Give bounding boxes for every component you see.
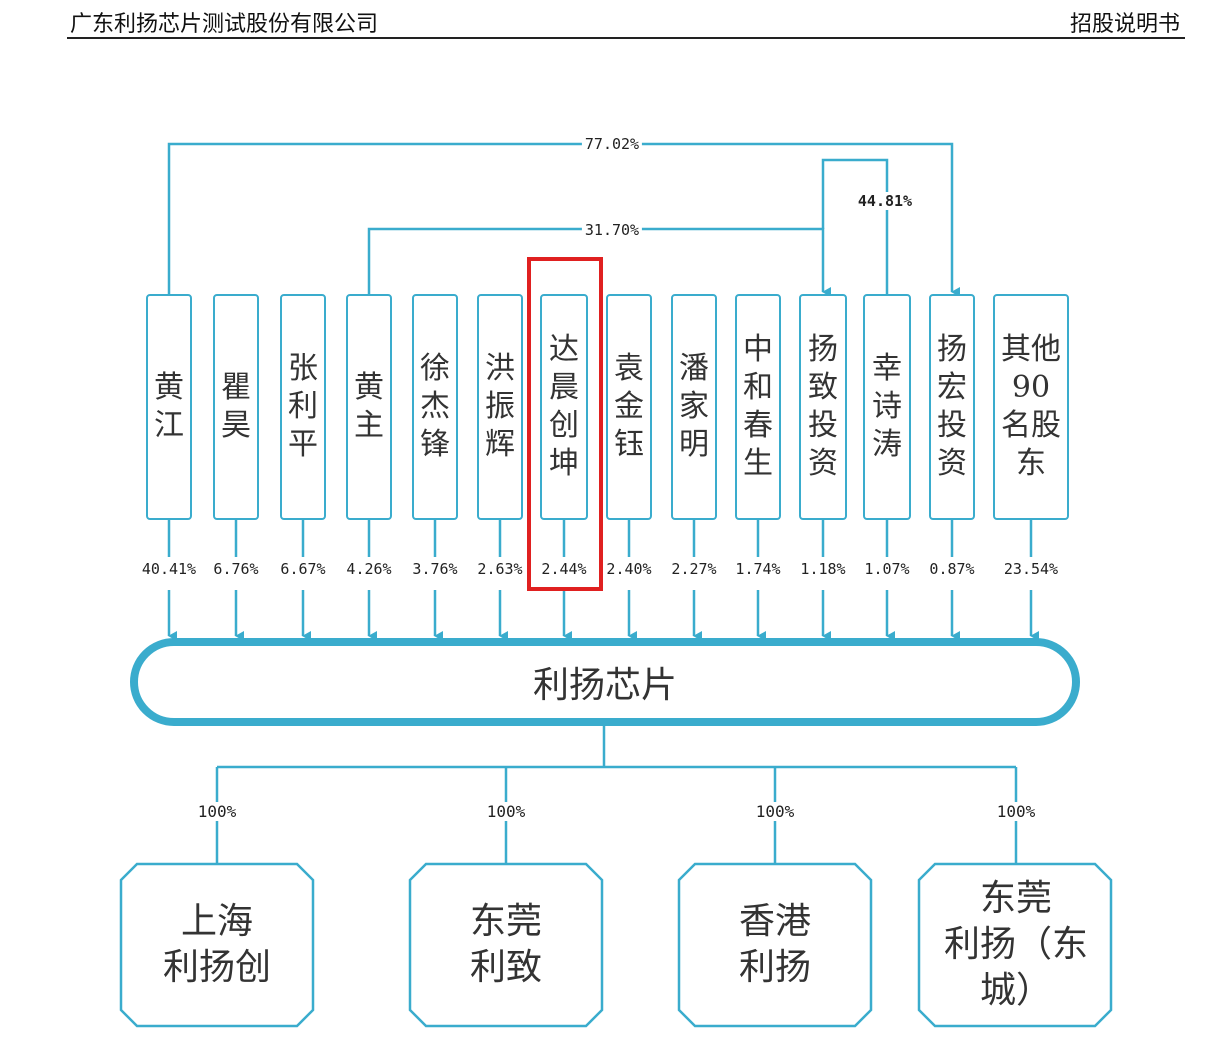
subsidiary-name: 香港利扬: [681, 864, 869, 1026]
shareholder-box: 瞿昊: [213, 294, 259, 520]
shareholder-name: 潘家明: [679, 351, 709, 462]
shareholder-box: 洪振辉: [477, 294, 523, 520]
subsidiary-box-2: [408, 862, 604, 1028]
shareholder-pct: 23.54%: [1003, 560, 1059, 578]
shareholder-pct: 6.76%: [213, 560, 259, 578]
shareholder-box: 张利平: [280, 294, 326, 520]
shareholder-box: 潘家明: [671, 294, 717, 520]
subsidiary-pct: 100%: [484, 802, 528, 821]
subsidiary-name: 东莞利扬（东城）: [922, 864, 1110, 1026]
link-pct-huangzhu-yangzhi: 31.70%: [581, 221, 643, 239]
shareholder-name: 扬致投资: [808, 332, 838, 481]
shareholder-name: 幸诗涛: [872, 351, 902, 462]
shareholder-box: 幸诗涛: [863, 294, 911, 520]
shareholder-pct: 2.40%: [606, 560, 652, 578]
shareholder-pct: 2.63%: [477, 560, 523, 578]
shareholder-name: 瞿昊: [221, 370, 251, 443]
shareholder-pct: 2.27%: [671, 560, 717, 578]
subsidiary-name: 东莞利致: [412, 864, 600, 1026]
shareholder-name: 达晨创坤: [549, 332, 579, 481]
shareholder-box: 中和春生: [735, 294, 781, 520]
shareholder-name: 中和春生: [743, 332, 773, 481]
subsidiary-name-line: 利致: [469, 947, 542, 988]
shareholder-box: 黄主: [346, 294, 392, 520]
subsidiary-name-line: 利扬（东: [943, 924, 1088, 965]
subsidiary-name-line: 城）: [979, 970, 1052, 1011]
shareholder-pct: 2.44%: [541, 560, 587, 578]
shareholder-name: 黄主: [354, 370, 384, 443]
shareholder-box: 徐杰锋: [412, 294, 458, 520]
header-doc-type: 招股说明书: [1069, 12, 1180, 37]
shareholder-pct: 3.76%: [412, 560, 458, 578]
shareholder-box: 黄江: [146, 294, 192, 520]
shareholder-box: 达晨创坤: [540, 294, 588, 520]
subsidiary-pct: 100%: [753, 802, 797, 821]
subsidiary-boxes: [119, 862, 1113, 1028]
shareholder-name: 袁金钰: [614, 351, 644, 462]
shareholder-pct: 1.74%: [735, 560, 781, 578]
subsidiary-pct: 100%: [195, 802, 239, 821]
shareholder-pct: 0.87%: [929, 560, 975, 578]
subsidiary-name-line: 东莞: [979, 878, 1052, 919]
shareholder-name: 黄江: [154, 370, 184, 443]
subsidiary-pct: 100%: [994, 802, 1038, 821]
subsidiary-box-1: [119, 862, 315, 1028]
subsidiary-name-line: 利扬创: [162, 947, 271, 988]
shareholder-pct: 4.26%: [346, 560, 392, 578]
shareholder-pct: 6.67%: [280, 560, 326, 578]
subsidiary-name-line: 上海: [180, 901, 253, 942]
company-node: 利扬芯片: [130, 638, 1080, 726]
subsidiary-box-4: [917, 862, 1113, 1028]
shareholder-pct: 1.18%: [800, 560, 846, 578]
shareholder-box: 袁金钰: [606, 294, 652, 520]
shareholder-box: 其他90名股东: [993, 294, 1069, 520]
shareholder-box: 扬致投资: [799, 294, 847, 520]
shareholder-pct: 40.41%: [141, 560, 197, 578]
header-company: 广东利扬芯片测试股份有限公司: [70, 12, 379, 37]
shareholder-pct: 1.07%: [864, 560, 910, 578]
link-pct-xingshitao: 44.81%: [854, 192, 916, 210]
shareholder-name: 其他90名股东: [1001, 332, 1061, 481]
shareholder-box: 扬宏投资: [929, 294, 975, 520]
subsidiary-lines: [215, 726, 1018, 864]
subsidiary-name-line: 香港: [738, 901, 811, 942]
shareholder-name: 徐杰锋: [420, 351, 450, 462]
shareholder-name: 张利平: [288, 351, 318, 462]
subsidiary-box-3: [677, 862, 873, 1028]
link-pct-huangjiang-yanghong: 77.02%: [581, 135, 643, 153]
shareholder-name: 洪振辉: [485, 351, 515, 462]
subsidiary-name: 上海利扬创: [123, 864, 311, 1026]
highlight-box: [527, 257, 603, 591]
subsidiary-name-line: 东莞: [469, 901, 542, 942]
shareholder-name: 扬宏投资: [937, 332, 967, 481]
subsidiary-name-line: 利扬: [738, 947, 811, 988]
header-rule: [67, 37, 1185, 39]
